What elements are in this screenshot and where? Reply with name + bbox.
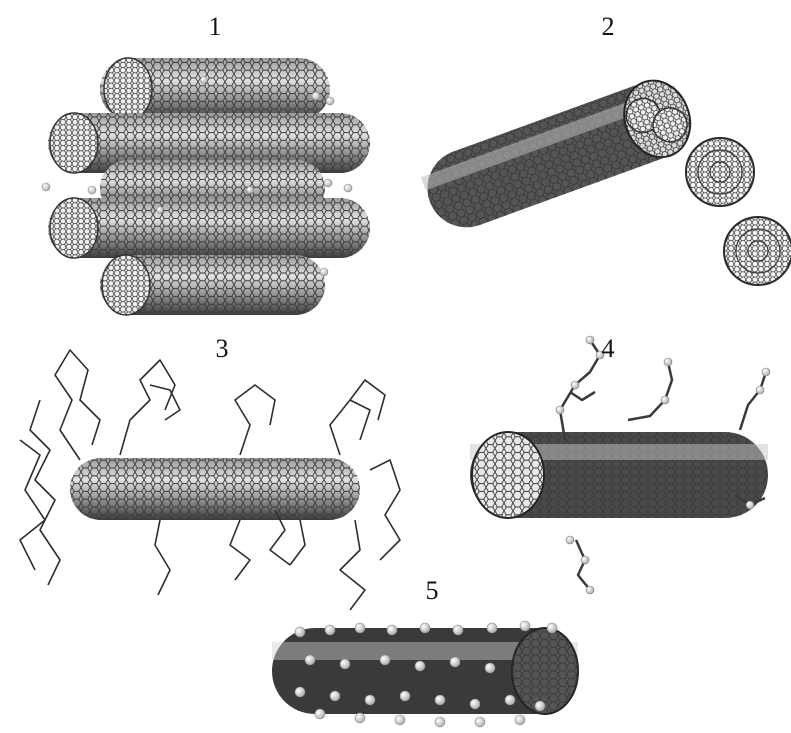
fullerene-1 <box>686 138 754 206</box>
panel-1-nanotube-bundle <box>42 58 370 315</box>
panel-3-polymer-functionalized-tube <box>20 350 400 610</box>
tube-bundle-back <box>100 58 330 120</box>
panel-4-molecule-functionalized-tube <box>470 336 770 594</box>
panel-label-3: 3 <box>216 336 229 362</box>
panel-5-decorated-tube <box>272 621 578 727</box>
peapod-tube <box>416 71 700 238</box>
panel-4-tube <box>470 432 768 518</box>
panel-5-tube <box>272 628 578 714</box>
panel-2-fullerene-peapod <box>416 71 791 285</box>
panel-label-4: 4 <box>602 336 615 362</box>
fullerene-2 <box>724 217 791 285</box>
tube-bundle-front <box>100 255 325 315</box>
panel-label-2: 2 <box>602 14 615 40</box>
panel-label-5: 5 <box>426 578 439 604</box>
tube-bundle-lower <box>48 198 370 258</box>
panel-3-tube <box>70 458 360 520</box>
panel-label-1: 1 <box>209 14 222 40</box>
